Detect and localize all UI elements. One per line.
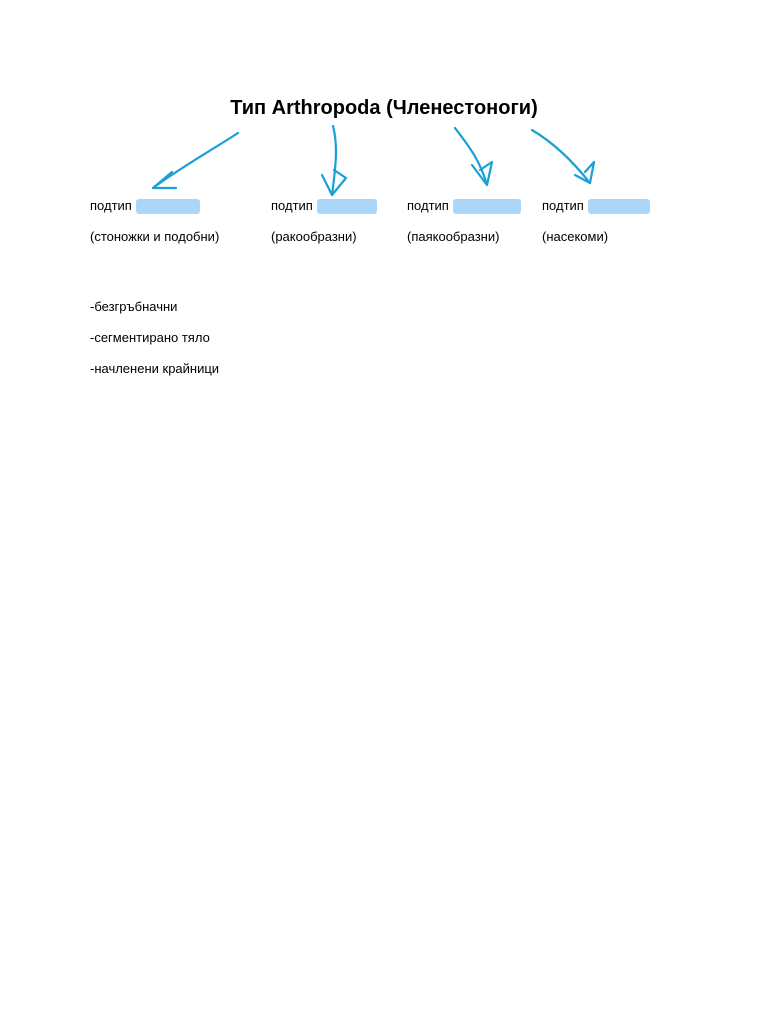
arrow-2 <box>330 124 338 197</box>
feature-item: -безгръбначни <box>90 299 178 314</box>
arrow-3 <box>453 126 489 187</box>
subtype-label: подтип <box>407 198 449 213</box>
subtype-label: подтип <box>271 198 313 213</box>
subtype-group: (стоножки и подобни) <box>90 229 220 244</box>
feature-item: -начленени крайници <box>90 361 220 376</box>
subtype-label: подтип <box>542 198 584 213</box>
redaction-mark <box>316 198 377 214</box>
feature-item: -сегментирано тяло <box>90 330 210 345</box>
subtype-column-2: подтип (ракообразни) <box>271 196 377 247</box>
arrow-1-head <box>151 170 178 190</box>
arrow-4 <box>530 128 592 185</box>
page-title: Тип Arthropoda (Членестоноги) <box>230 97 538 119</box>
subtype-group: (ракообразни) <box>271 229 357 244</box>
subtype-group: (насекоми) <box>542 229 609 244</box>
arrow-4-head <box>573 160 596 185</box>
redaction-mark <box>135 198 200 214</box>
redaction-mark <box>587 198 650 214</box>
subtype-group: (паякообразни) <box>407 229 500 244</box>
subtype-label: подтип <box>90 198 132 213</box>
subtype-column-3: подтип (паякообразни) <box>407 196 521 247</box>
feature-list: -безгръбначни -сегментирано тяло -начлен… <box>90 297 219 390</box>
arrow-1 <box>151 131 240 190</box>
arrow-3-head <box>470 160 494 187</box>
subtype-column-1: подтип (стоножки и подобни) <box>90 196 219 247</box>
arrow-2-head <box>320 168 348 197</box>
subtype-column-4: подтип (насекоми) <box>542 196 650 247</box>
redaction-mark <box>452 198 521 214</box>
